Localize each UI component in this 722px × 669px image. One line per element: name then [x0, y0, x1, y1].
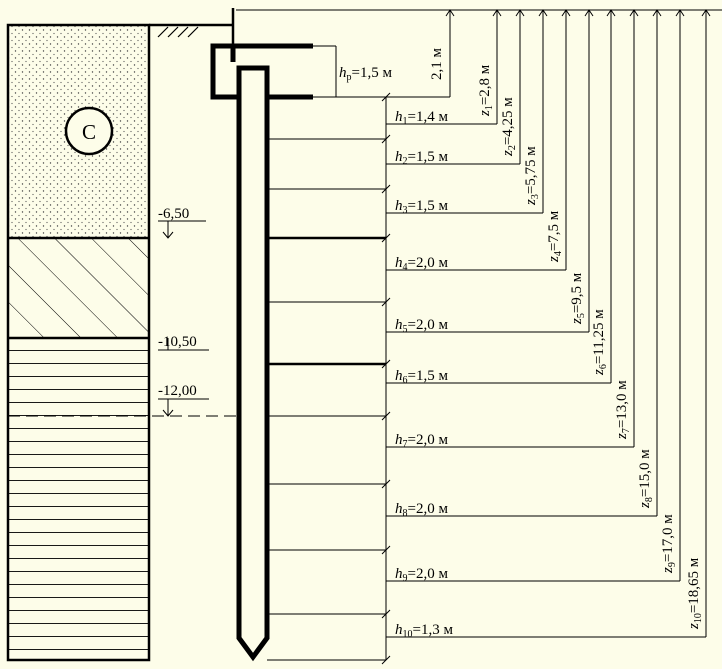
elevation-marks: -6,50 -10,50 -12,00: [8, 206, 386, 417]
sublayer-label: h2=1,5 м: [395, 149, 448, 167]
sublayer-label: h6=1,5 м: [395, 368, 448, 386]
dimension-tick: [381, 655, 391, 665]
dimension-tick: [381, 359, 391, 369]
sublayer-label: h10=1,3 м: [395, 622, 453, 640]
dimension-tick: [381, 411, 391, 421]
depth-label: z2=4,25 м: [500, 97, 518, 157]
elevation-mark-1: -6,50: [158, 206, 206, 239]
depth-label: z9=17,0 м: [660, 514, 678, 574]
elevation-label-2: -10,50: [158, 334, 197, 350]
dimension-tick: [381, 134, 391, 144]
dimension-tick: [381, 609, 391, 619]
sublayer-label: h9=2,0 м: [395, 566, 448, 584]
elevation-mark-2: -10,50: [158, 334, 209, 351]
depth-arrow: [492, 9, 502, 17]
depth-arrow: [538, 9, 548, 17]
depth-label: z6=11,25 м: [591, 309, 609, 376]
sublayer-label: h7=2,0 м: [395, 432, 448, 450]
soil-symbol-label: С: [82, 120, 96, 144]
depth-label: z7=13,0 м: [614, 380, 632, 440]
elevation-mark-3: -12,00: [158, 383, 209, 417]
pile-shaft: [236, 65, 270, 662]
dimension-tick: [381, 233, 391, 243]
depth-arrow: [515, 9, 525, 17]
depth-arrow: [584, 9, 594, 17]
ground-surface: [149, 8, 235, 46]
depth-arrow: [606, 9, 616, 17]
soil-column-border: [6, 23, 151, 662]
soil-layer-clay: [8, 338, 149, 660]
sublayer-grid: [267, 92, 391, 665]
elevation-label-3: -12,00: [158, 383, 197, 399]
sublayer-label: h4=2,0 м: [395, 255, 448, 273]
pile: hр=1,5 м: [210, 43, 392, 662]
sublayer-label: h8=2,0 м: [395, 501, 448, 519]
depth-label: z10=18,65 м: [686, 557, 704, 630]
depth-arrow: [701, 9, 711, 17]
dimension-tick: [381, 545, 391, 555]
depth-arrow: [675, 9, 685, 17]
depth-label: z5=9,5 м: [569, 272, 587, 325]
depth-labels: z1=2,8 м z2=4,25 м z3=5,75 м z4=7,5 м z5=9,5…: [386, 9, 711, 638]
sublayer-label: h5=2,0 м: [395, 317, 448, 335]
grillage-outline: [210, 43, 313, 100]
top-depth-label: 2,1 м: [429, 48, 445, 81]
soil-layer-loam: [8, 238, 149, 338]
depth-arrow: [561, 9, 571, 17]
depth-label: z8=15,0 м: [637, 449, 655, 509]
dimension-tick: [381, 297, 391, 307]
sublayer-labels: h1=1,4 м h2=1,5 м h3=1,5 м h4=2,0 м h5=2,0 м…: [395, 109, 453, 640]
dimension-tick: [381, 479, 391, 489]
depth-arrow: [629, 9, 639, 17]
depth-label: z4=7,5 м: [546, 210, 564, 263]
dimension-tick: [381, 92, 391, 102]
depth-arrow: [652, 9, 662, 17]
dimension-tick: [381, 184, 391, 194]
grillage-label: hр=1,5 м: [339, 65, 392, 83]
depth-label: z3=5,75 м: [523, 146, 541, 206]
sublayer-label: h3=1,5 м: [395, 198, 448, 216]
sublayer-label: h1=1,4 м: [395, 109, 448, 127]
soil-symbol-circle: [64, 106, 114, 156]
soil-column: С: [6, 23, 151, 662]
elevation-label-1: -6,50: [158, 206, 189, 222]
depth-label: z1=2,8 м: [477, 64, 495, 117]
top-dimension: 2,1 м: [236, 9, 722, 98]
